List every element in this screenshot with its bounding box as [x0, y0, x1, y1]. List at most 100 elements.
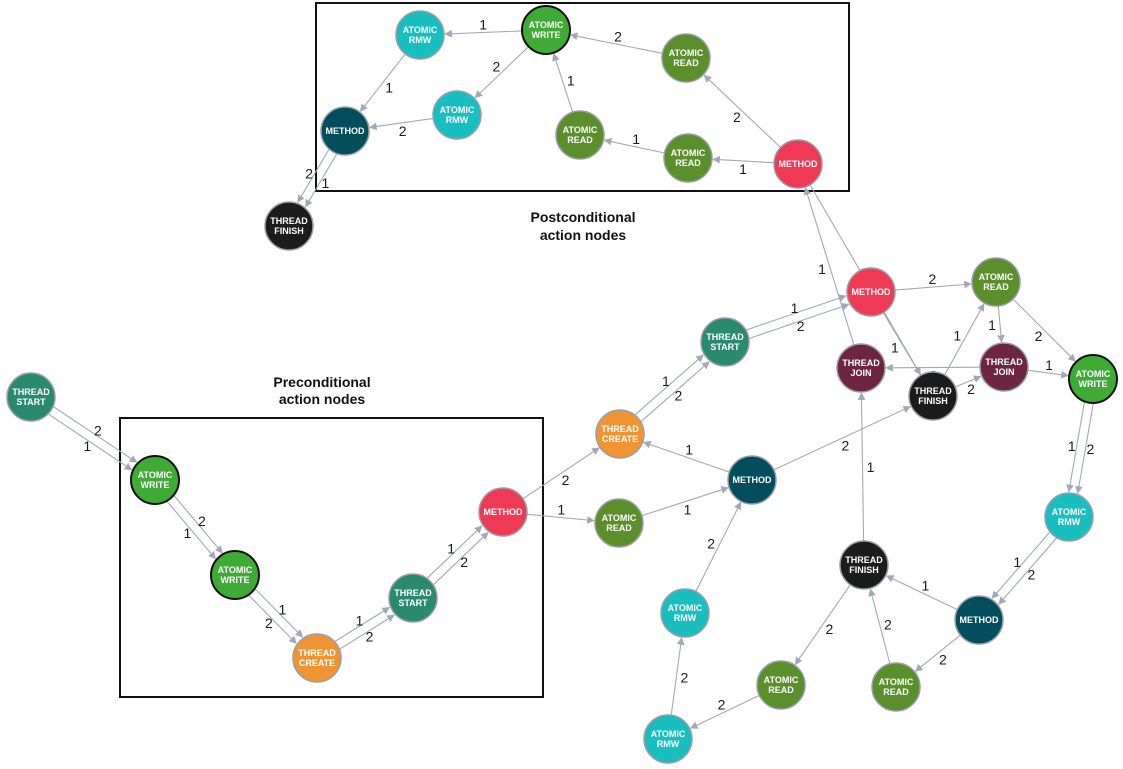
node-label: RMW	[446, 115, 469, 125]
node-label: READ	[983, 282, 1009, 292]
node-label: READ	[768, 685, 794, 695]
edge-label: 2	[614, 28, 622, 44]
node-label: START	[16, 397, 46, 407]
node-label: READ	[567, 135, 593, 145]
edge-label: 2	[707, 535, 715, 551]
node-m_post: METHOD	[773, 139, 823, 189]
edge-m_mid-to-tf_right	[773, 405, 912, 471]
edge-ar_post2-to-aw_post	[552, 53, 574, 113]
edge-label: 1	[479, 16, 487, 32]
node-circle	[130, 455, 180, 505]
edge-m_right_teal-to-tf_mid	[885, 575, 958, 611]
node-circle	[660, 588, 710, 638]
edge-label: 2	[366, 628, 374, 644]
edge-label: 2	[399, 123, 407, 139]
edge-label: 2	[825, 621, 833, 637]
edge-label: 1	[184, 525, 192, 541]
edge-label: 2	[1035, 328, 1043, 344]
node-label: THREAD	[394, 588, 432, 598]
edge-rmw_post1-to-m_post_teal	[368, 117, 434, 131]
edge-ar_bot1-to-rmw_bot	[689, 694, 760, 729]
edge-label: 2	[718, 697, 726, 713]
edge-m_mid-to-tc_mid	[642, 440, 730, 473]
edge-ts_mid-to-m_right	[748, 302, 850, 340]
edge-label: 1	[447, 541, 455, 557]
node-label: FINISH	[849, 565, 879, 575]
node-circle	[979, 342, 1029, 392]
node-label: METHOD	[852, 287, 891, 297]
node-circle	[663, 133, 713, 183]
edge-m_right_teal-to-ar_bot2	[914, 634, 961, 672]
edge-ts_pre-to-m_pre	[426, 525, 483, 579]
edge-label: 2	[928, 271, 936, 287]
node-label: JOIN	[993, 367, 1014, 377]
node-label: WRITE	[532, 30, 561, 40]
node-label: ATOMIC	[671, 148, 706, 158]
node-label: ATOMIC	[1076, 369, 1111, 379]
edges-layer: 1221121221211121221222211221221121211221…	[48, 16, 1094, 729]
edge-ar_post3-to-aw_post	[569, 32, 663, 54]
node-label: RMW	[409, 35, 432, 45]
edge-rmw_right-to-m_right_teal	[991, 531, 1051, 599]
edge-ar_post1-to-ar_post2	[603, 137, 665, 154]
node-label: METHOD	[484, 507, 523, 517]
edge-label: 2	[939, 651, 947, 667]
node-label: METHOD	[960, 615, 999, 625]
node-label: START	[398, 598, 428, 608]
preconditional-box	[119, 417, 544, 698]
edge-tc_pre-to-ts_pre	[339, 614, 395, 650]
node-circle	[555, 110, 605, 160]
node-label: RMW	[674, 613, 697, 623]
node-circle	[908, 371, 958, 421]
edge-label: 1	[791, 300, 799, 316]
preconditional-caption-line1: Preconditional	[273, 374, 370, 390]
edge-ar_right-to-tj_right	[997, 305, 1005, 343]
edge-tf_right-to-ar_right	[944, 303, 985, 376]
node-m_right_teal: METHOD	[954, 595, 1004, 645]
node-label: WRITE	[221, 575, 250, 585]
node-circle	[846, 267, 896, 317]
edge-tj_mid-to-m_post	[803, 187, 855, 346]
edge-label: 2	[674, 387, 682, 403]
node-circle	[595, 409, 645, 459]
node-label: ATOMIC	[403, 25, 438, 35]
edge-label: 1	[685, 442, 693, 458]
edge-label: 1	[567, 73, 575, 89]
edge-label: 1	[278, 602, 286, 618]
node-label: READ	[675, 158, 701, 168]
edge-tc_pre-to-ts_pre	[334, 606, 391, 642]
edge-tj_right-to-aw_right	[1027, 369, 1069, 379]
node-circle	[954, 595, 1004, 645]
edge-label: 1	[867, 459, 875, 475]
edge-label: 2	[492, 58, 500, 74]
node-label: ATOMIC	[602, 513, 637, 523]
node-label: ATOMIC	[668, 603, 703, 613]
node-label: WRITE	[141, 480, 170, 490]
edge-tf_mid-to-tj_mid	[857, 392, 866, 542]
node-label: THREAD	[601, 424, 639, 434]
node-circle	[871, 662, 921, 712]
node-circle	[773, 139, 823, 189]
edge-tj_right-to-tj_mid	[885, 363, 981, 372]
edge-ts_left-to-aw_pre1	[48, 413, 133, 471]
node-label: RMW	[657, 739, 680, 749]
node-label: CREATE	[602, 434, 638, 444]
node-label: START	[710, 342, 740, 352]
edge-label: 2	[94, 422, 102, 438]
edge-label: 2	[305, 165, 313, 181]
node-circle	[727, 455, 777, 505]
edge-label: 2	[797, 318, 805, 334]
edge-rmw_post2-to-m_post_teal	[359, 53, 406, 112]
postconditional-caption-line1: Postconditional	[531, 209, 636, 225]
edge-label: 1	[632, 131, 640, 147]
edge-tf_right-to-tj_right	[955, 375, 982, 388]
